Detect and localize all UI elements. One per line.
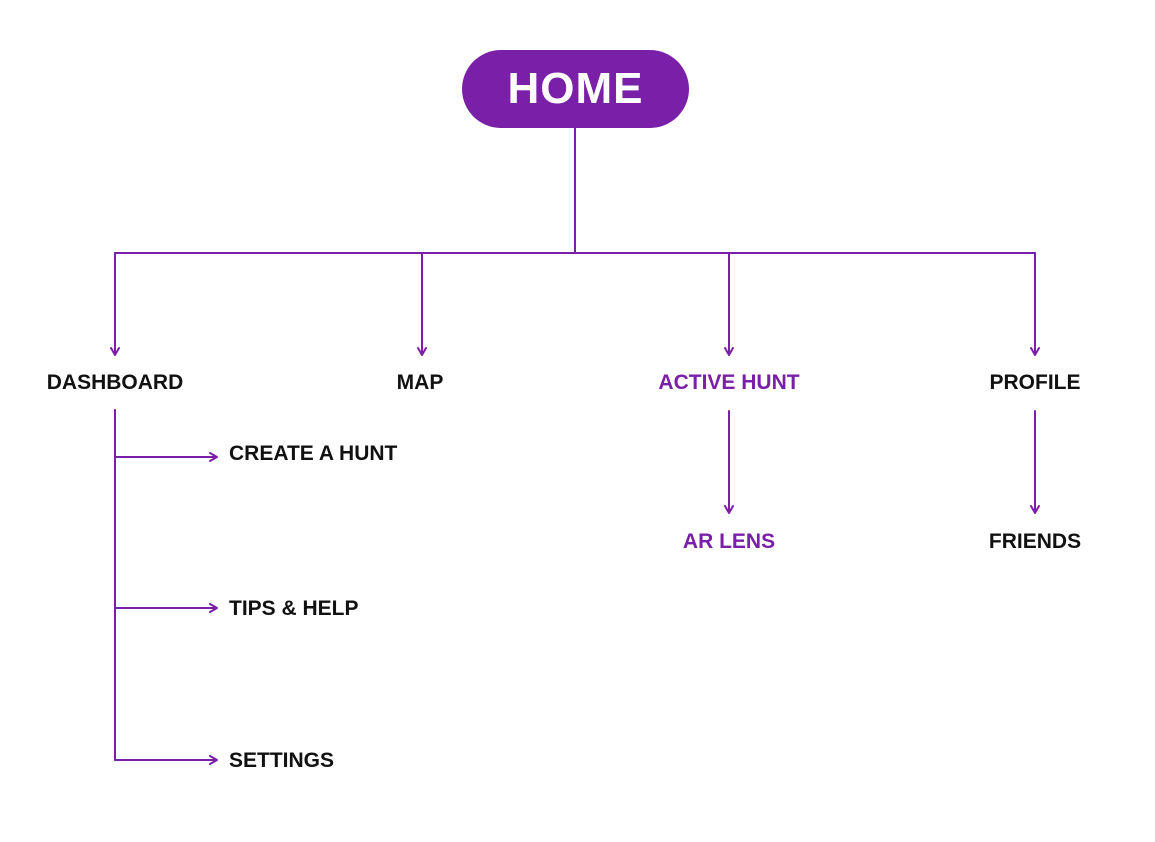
profile-node[interactable]: PROFILE: [989, 371, 1081, 394]
arrowhead-tips-help: [209, 603, 218, 613]
arrowhead-active-hunt: [724, 347, 734, 356]
ar-lens-node[interactable]: AR LENS: [682, 530, 776, 553]
arrowhead-friends: [1030, 505, 1040, 514]
arrowhead-profile: [1030, 347, 1040, 356]
arrowhead-settings: [209, 755, 218, 765]
friends-node[interactable]: FRIENDS: [988, 530, 1082, 553]
arrowhead-ar-lens: [724, 505, 734, 514]
settings-node[interactable]: SETTINGS: [229, 749, 335, 772]
arrowhead-map: [417, 347, 427, 356]
arrowhead-create-hunt: [209, 452, 218, 462]
active-hunt-node[interactable]: ACTIVE HUNT: [658, 371, 800, 394]
dashboard-node[interactable]: DASHBOARD: [46, 371, 184, 394]
home-node[interactable]: HOME: [462, 50, 689, 128]
arrowhead-dashboard: [110, 347, 120, 356]
tips-help-node[interactable]: TIPS & HELP: [229, 597, 359, 620]
create-hunt-node[interactable]: CREATE A HUNT: [229, 442, 398, 465]
map-node[interactable]: MAP: [396, 371, 444, 394]
